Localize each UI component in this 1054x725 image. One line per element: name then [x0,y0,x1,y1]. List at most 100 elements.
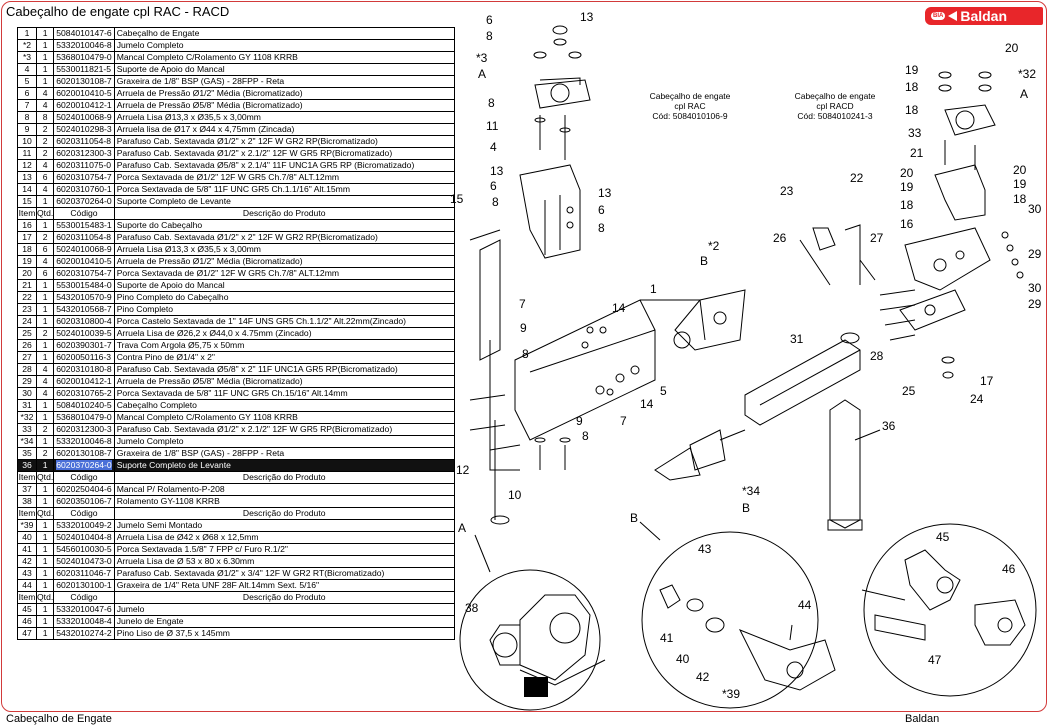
cell-text: Mancal Completo C/Rolamento GY 1108 KRRB [116,411,298,422]
cell-text: Pino Liso de Ø 37,5 x 145mm [116,627,230,638]
cell-text: Arruela de Pressão Ø1/2" Média (Bicromat… [116,87,303,98]
cell-text: 16 [22,219,32,230]
cell-qty: 1 [35,519,55,532]
cell-text: 6020250404-6 [56,483,112,494]
cell-text: 7 [24,99,30,110]
callout-42: 42 [696,670,710,684]
cell-text: 6020312300-3 [56,147,112,158]
callout-8e: 8 [522,347,529,361]
callout-b3: B [630,511,638,525]
cell-text: 1 [42,303,48,314]
cell-text: 47 [22,627,32,638]
caption-line: cpl RACD [816,101,854,111]
cell-text: Porca Castelo Sextavada de 1" 14F UNS GR… [116,315,407,326]
callout-40: 40 [676,652,690,666]
footer-right: Baldan [905,713,940,725]
cell-text: 1 [42,75,48,86]
cell-text: 6020130108-7 [56,447,112,458]
cell-qty: 6 [35,267,55,280]
cell-text: Qtd. [37,207,54,218]
cell-text: 22 [22,291,32,302]
cell-text: Porca Sextavada de Ø1/2" 12F W GR5 Ch.7/… [116,171,340,182]
cell-text: 5332010048-4 [56,615,112,626]
cell-text: Cabeçalho Completo [116,399,197,410]
cell-text: Suporte de Apoio do Mancal [116,279,225,290]
callout-18d: 18 [1013,192,1027,206]
cell-text: Mancal Completo C/Rolamento GY 1108 KRRB [116,51,298,62]
callout-18c: 18 [900,198,914,212]
cell-text: Item [18,591,36,602]
cell-text: Contra Pino de Ø1/4" x 2" [116,351,215,362]
callout-23: 23 [780,184,794,198]
cell-text: 4 [42,387,48,398]
cell-text: 4 [42,255,48,266]
cell-text: 5024010068-9 [56,243,112,254]
cell-text: Arruela de Pressão Ø5/8" Média (Bicromat… [116,375,303,386]
cell-text: 6 [42,267,48,278]
cell-text: 6020050116-3 [56,351,112,362]
callout-31: 31 [790,332,804,346]
cell-text: Código [70,471,98,482]
cell-text: *39 [20,519,34,530]
callout-1: 1 [650,282,657,296]
cell-text: 5024010404-8 [56,531,112,542]
cell-text: 2 [42,327,48,338]
callout-7b: 7 [620,414,627,428]
callout-20b: 20 [900,166,914,180]
callout-30b: 30 [1028,281,1042,295]
page-title: Cabeçalho de engate cpl RAC - RACD [6,4,230,19]
item-37-highlight [524,677,548,697]
cell-text: *32 [20,411,34,422]
cell-text: 12 [22,159,32,170]
callout-34: *34 [742,484,760,498]
cell-text: 2 [42,135,48,146]
cell-text: 5084010240-5 [56,399,112,410]
cell-text: Descrição do Produto [242,507,326,518]
cell-text: 6020010412-1 [56,375,112,386]
cell-text: Pino Completo [116,303,174,314]
cell-text: 1 [42,519,48,530]
cell-text: Porca Sextavada 1.5/8" 7 FPP c/ Furo R.1… [116,543,288,554]
callout-8b: 8 [488,96,495,110]
cell-text: 1 [42,27,48,38]
cell-text: 1 [42,567,48,578]
cell-text: 6020010410-5 [56,255,112,266]
cell-code: 6020310180-8 [53,363,115,376]
cell-qty: 6 [35,243,55,256]
cell-text: Jumelo Semi Montado [116,519,203,530]
callout-46: 46 [1002,562,1016,576]
cell-text: 13 [22,171,32,182]
callout-38: 38 [465,601,479,615]
callout-13b: 13 [490,164,504,178]
cell-text: 6020390301-7 [56,339,112,350]
cell-text: Qtd. [37,591,54,602]
cell-text: 33 [22,423,32,434]
cell-text: Descrição do Produto [242,471,326,482]
cell-text: 6020130100-1 [56,579,112,590]
cell-text: 5332010047-6 [56,603,112,614]
callout-17: 17 [980,374,994,388]
caption-racd: Cabeçalho de engate cpl RACD Cód: 508401… [775,91,895,121]
detail-c [861,523,1037,697]
cell-text: Parafuso Cab. Sextavada Ø1/2" x 2.1/2" 1… [116,147,393,158]
callout-44: 44 [798,598,812,612]
cell-text: 2 [42,447,48,458]
cell-text: *3 [22,51,32,62]
callout-16: 16 [900,217,914,231]
cell-code: 5432010274-2 [53,627,115,640]
cell-text: 4 [42,183,48,194]
callout-8: 8 [486,29,493,43]
cell-text: 2 [42,147,48,158]
